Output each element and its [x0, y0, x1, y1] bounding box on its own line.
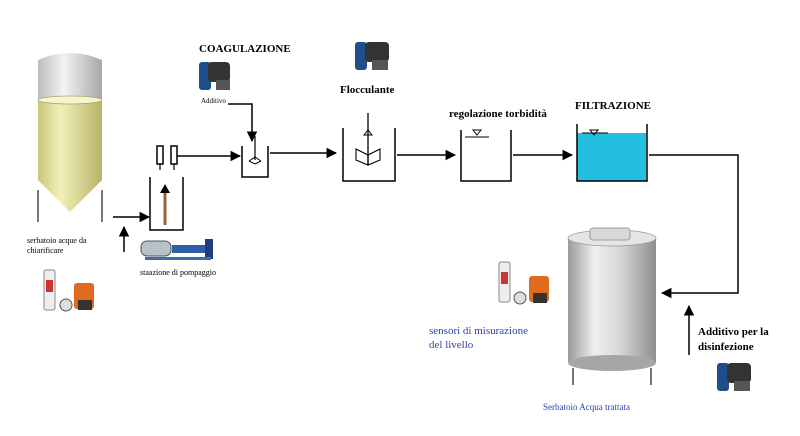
treated-water-tank [567, 227, 657, 385]
dosing-pump-icon [717, 363, 751, 391]
coagulation-tank [241, 136, 269, 178]
additive-label: Additivo [201, 97, 226, 105]
filtration-title: FILTRAZIONE [575, 100, 651, 112]
flow-arrow-additive [228, 103, 258, 143]
pump-station-label: staazione di pompaggio [140, 268, 216, 277]
treated-tank-label: Serbatoio Acqua trattata [543, 402, 630, 412]
pump-column [149, 145, 184, 231]
coagulation-title: COAGULAZIONE [199, 43, 291, 55]
level-sensors-label-line2: del livello [429, 339, 474, 351]
flocculant-title: Flocculante [340, 84, 394, 96]
raw-water-silo [37, 53, 103, 222]
dosing-pump-icon [355, 42, 389, 70]
disinfection-label-line1: Additivo per la [698, 326, 769, 338]
turbidity-title: regolazione torbidità [449, 108, 547, 120]
disinfection-label-line2: disinfezione [698, 341, 754, 353]
centrifugal-pump-icon [140, 239, 213, 260]
silo-label-line1: serbatoio acque da [27, 236, 87, 245]
level-sensor-icon [43, 269, 94, 312]
level-sensor-icon [498, 261, 549, 305]
silo-label-line2: chiarificare [27, 246, 64, 255]
turbidity-tank [460, 129, 512, 182]
dosing-pump-icon [199, 62, 230, 90]
level-sensors-label-line1: sensori di misurazione [429, 325, 528, 337]
filtration-tank [576, 124, 648, 182]
flocculation-tank [342, 113, 396, 182]
flow-arrow-filter-to-storage [649, 154, 739, 299]
